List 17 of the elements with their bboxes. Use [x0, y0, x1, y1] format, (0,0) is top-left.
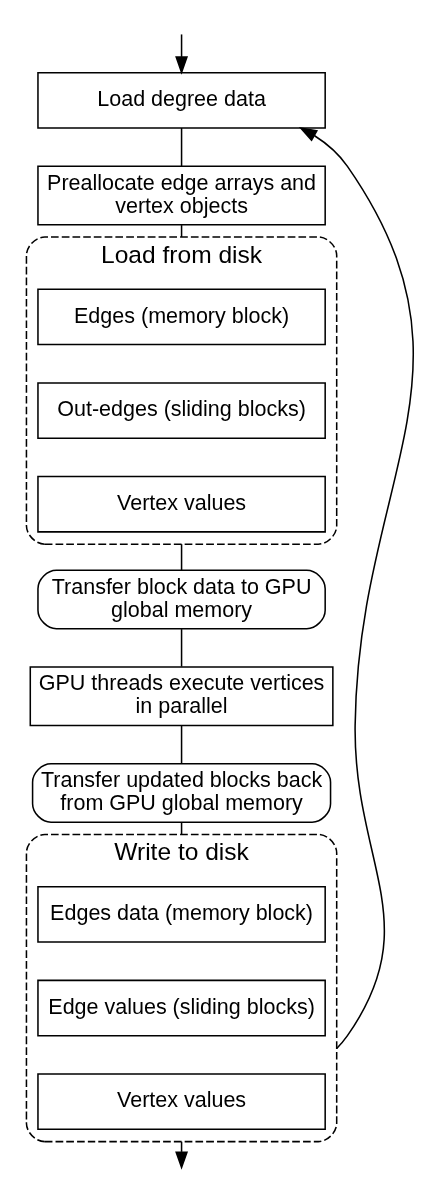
connector [180, 127, 183, 167]
node-box: Edge values (sliding blocks) [37, 979, 326, 1037]
arrow [175, 33, 189, 75]
arrow [298, 126, 414, 1050]
node-box: Transfer block data to GPU global memory [37, 569, 326, 630]
node-box: Vertex values [37, 1073, 326, 1131]
node-box: Edges (memory block) [37, 288, 326, 346]
connector [180, 725, 183, 765]
node-box: Preallocate edge arrays and vertex objects [37, 165, 326, 226]
connector [180, 543, 183, 571]
connector [180, 628, 183, 668]
node-box: Transfer updated blocks back from GPU global memory [31, 763, 332, 823]
node-box: Load degree data [37, 71, 326, 129]
node-box: Out-edges (sliding blocks) [37, 382, 326, 439]
node-box: Edges data (memory block) [37, 885, 326, 943]
node-box: GPU threads execute vertices in parallel [29, 666, 334, 727]
node-box: Vertex values [37, 475, 326, 533]
